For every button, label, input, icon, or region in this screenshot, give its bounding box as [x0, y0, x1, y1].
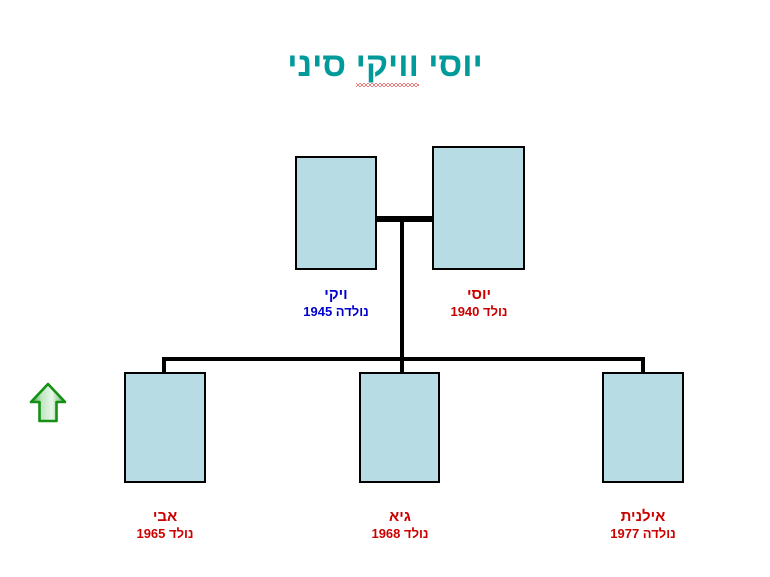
person-name-yosi: יוסי	[466, 286, 492, 303]
arrow-up-icon[interactable]	[28, 381, 68, 425]
person-name-gia: גיא	[389, 508, 411, 525]
descent-line	[400, 219, 404, 361]
photo-placeholder-avi[interactable]	[124, 372, 206, 483]
person-name-avi: אבי	[152, 508, 178, 525]
child-drop-line-gia	[400, 357, 404, 374]
person-born-ilanit: נולדה 1977	[610, 526, 676, 542]
photo-placeholder-yosi[interactable]	[432, 146, 525, 270]
person-born-viki: נולדה 1945	[303, 304, 369, 320]
title-word-after: סיני	[287, 46, 356, 84]
person-caption-viki: ויקי נולדה 1945	[276, 286, 396, 320]
arrow-up-button[interactable]	[28, 381, 68, 425]
person-caption-avi: אבי נולד 1965	[105, 508, 225, 542]
person-caption-ilanit: אילנית נולדה 1977	[583, 508, 703, 542]
photo-placeholder-gia[interactable]	[359, 372, 440, 483]
person-born-avi: נולד 1965	[136, 526, 194, 542]
person-name-ilanit: אילנית	[620, 508, 666, 525]
person-caption-gia: גיא נולד 1968	[340, 508, 460, 542]
person-caption-yosi: יוסי נולד 1940	[419, 286, 539, 320]
title-word-misspelled: וויקי	[355, 46, 420, 87]
photo-placeholder-viki[interactable]	[295, 156, 377, 270]
photo-placeholder-ilanit[interactable]	[602, 372, 684, 483]
person-name-viki: ויקי	[324, 286, 348, 303]
person-born-gia: נולד 1968	[371, 526, 429, 542]
person-born-yosi: נולד 1940	[450, 304, 508, 320]
child-drop-line-ilanit	[641, 357, 645, 374]
page-title: יוסי וויקי סיני	[0, 46, 770, 87]
marriage-connector-line	[375, 216, 434, 222]
title-word-before: יוסי	[418, 46, 483, 84]
child-drop-line-avi	[162, 357, 166, 374]
